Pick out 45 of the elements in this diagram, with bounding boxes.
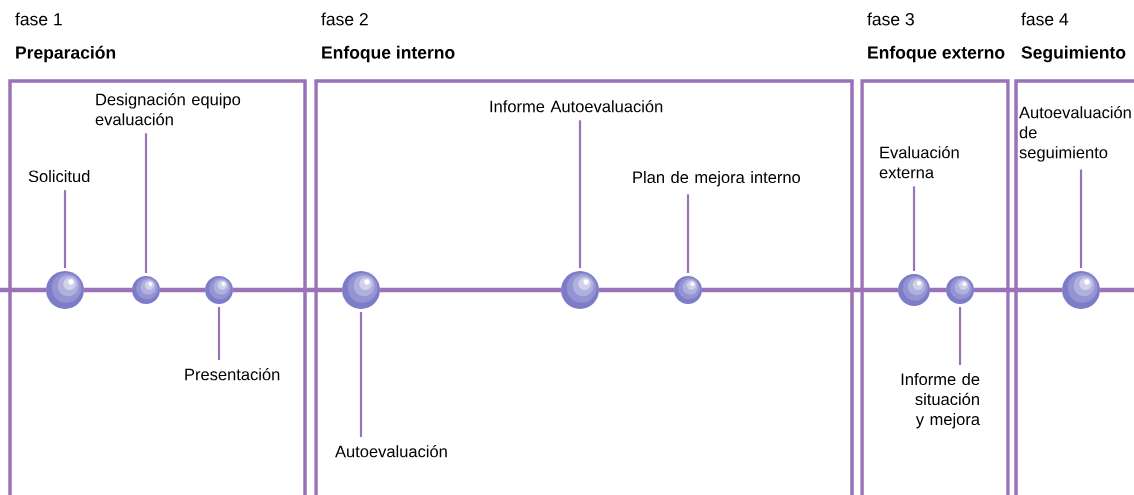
leader-line (578, 120, 582, 268)
timeline (974, 287, 1062, 293)
phase-number: fase 3 (867, 12, 914, 26)
timeline (84, 287, 132, 293)
phase-title: Preparación (16, 45, 116, 63)
timeline (380, 287, 561, 293)
sphere (561, 271, 599, 309)
leader-line (63, 190, 67, 268)
phase-number: fase 2 (321, 12, 368, 26)
timeline (233, 287, 342, 293)
phase-number: fase 4 (1021, 12, 1069, 26)
timeline (160, 287, 205, 293)
leader-line (359, 312, 363, 437)
milestone-label: Evaluación externa (879, 146, 959, 179)
milestone-label: Autoevaluación de seguimiento (1019, 106, 1131, 162)
leader-line (144, 133, 148, 273)
milestone-label: Autoevaluación (335, 445, 447, 458)
timeline (702, 287, 898, 293)
milestone-label: Plan de mejora interno (633, 171, 801, 187)
sphere (898, 274, 930, 306)
leader-line (217, 307, 221, 360)
phase-number: fase 1 (15, 12, 62, 26)
leader-line (1079, 169, 1083, 268)
phase-title: Enfoque interno (322, 45, 455, 63)
sphere (46, 271, 84, 309)
phase-title: Seguimiento (1021, 45, 1126, 63)
timeline (599, 287, 674, 293)
leader-line (958, 307, 962, 365)
sphere (342, 271, 380, 309)
milestone-label: Informe de situación y mejora (901, 373, 980, 429)
milestone-label: Presentación (185, 368, 280, 381)
sphere (946, 276, 974, 304)
leader-line (912, 186, 916, 271)
timeline (930, 287, 946, 293)
milestone-label: Solicitud (28, 170, 90, 183)
sphere (132, 276, 160, 304)
sphere (674, 276, 702, 304)
phase-title: Enfoque externo (868, 45, 1005, 63)
timeline (0, 287, 46, 293)
sphere (1062, 271, 1100, 309)
milestone-label: Designación equipo evaluación (95, 93, 241, 126)
leader-line (686, 194, 690, 273)
timeline (1100, 287, 1134, 293)
sphere (205, 276, 233, 304)
milestone-label: Informe Autoevaluación (490, 100, 663, 113)
